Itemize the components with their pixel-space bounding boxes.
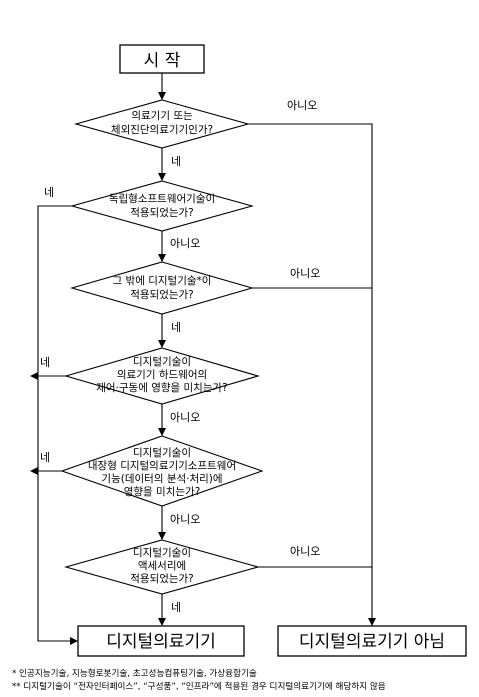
decision-other-digital-tech-text: 그 밖에 디지털기술*이 적용되었는가? <box>113 275 212 301</box>
svg-text:적용되었는가?: 적용되었는가? <box>130 573 194 585</box>
edge-label-d3-yes: 네 <box>171 321 181 334</box>
edge-label-d5-yes: 네 <box>40 451 50 464</box>
svg-text:의료기기 하드웨어의: 의료기기 하드웨어의 <box>117 368 207 381</box>
decision-hardware-control-text: 디지털기술이 의료기기 하드웨어의 제어·구동에 영향을 미치는가? <box>96 356 228 394</box>
edge-label-d1-no: 아니오 <box>287 99 317 112</box>
footnotes: * 인공지능기술, 지능형로봇기술, 초고성능컴퓨팅기술, 가상융합기술 ** … <box>12 668 479 694</box>
svg-text:의료기기 또는: 의료기기 또는 <box>131 110 193 122</box>
edge-label-d4-yes: 네 <box>40 356 50 369</box>
decision-standalone-software <box>69 180 255 232</box>
flow-connectors <box>30 73 376 645</box>
result-not-digital-medical-device-label: 디지털의료기기 아님 <box>299 632 445 652</box>
svg-text:체외진단의료기기인가?: 체외진단의료기기인가? <box>111 124 213 136</box>
decision-medical-device-text: 의료기기 또는 체외진단의료기기인가? <box>111 110 213 136</box>
edge-label-d6-no: 아니오 <box>290 545 320 558</box>
result-not-digital-medical-device <box>277 625 467 657</box>
edge-label-d1-yes: 네 <box>171 155 181 168</box>
edge-label-d2-no: 아니오 <box>170 237 200 250</box>
decision-accessory-text: 디지털기술이 액세서리에 적용되었는가? <box>130 547 194 585</box>
start-label: 시 작 <box>144 51 181 71</box>
result-digital-medical-device <box>77 625 245 657</box>
edge-label-d2-yes: 네 <box>44 186 54 199</box>
edge-label-d6-yes: 네 <box>171 601 181 614</box>
svg-text:그 밖에 디지털기술*이: 그 밖에 디지털기술*이 <box>113 275 212 287</box>
svg-text:영향을 미치는가?: 영향을 미치는가? <box>124 486 201 498</box>
svg-text:기능(데이터의 분석·처리)에: 기능(데이터의 분석·처리)에 <box>101 473 222 485</box>
edge-label-d4-no: 아니오 <box>170 411 200 424</box>
edge-label-d5-no: 아니오 <box>170 513 200 526</box>
svg-text:적용되었는가?: 적용되었는가? <box>130 207 194 219</box>
svg-text:디지털기술이: 디지털기술이 <box>133 447 191 459</box>
svg-text:독립형소프트웨어기술이: 독립형소프트웨어기술이 <box>109 192 215 205</box>
edge-label-d3-no: 아니오 <box>290 267 320 280</box>
start-box <box>119 44 205 74</box>
footnote-digital-tech: * 인공지능기술, 지능형로봇기술, 초고성능컴퓨팅기술, 가상융합기술 <box>12 669 257 679</box>
decision-other-digital-tech <box>70 261 254 315</box>
svg-text:제어·구동에 영향을 미치는가?: 제어·구동에 영향을 미치는가? <box>96 382 228 394</box>
svg-text:디지털기술이: 디지털기술이 <box>133 547 191 559</box>
svg-text:적용되었는가?: 적용되었는가? <box>130 289 194 301</box>
decision-standalone-software-text: 독립형소프트웨어기술이 적용되었는가? <box>109 192 215 219</box>
decision-embedded-software-text: 디지털기술이 내장형 디지털의료기기소프트웨어 기능(데이터의 분석·처리)에 … <box>88 447 236 498</box>
svg-text:내장형 디지털의료기기소프트웨어: 내장형 디지털의료기기소프트웨어 <box>88 460 236 472</box>
svg-text:액세서리에: 액세서리에 <box>138 560 186 572</box>
result-digital-medical-device-label: 디지털의료기기 <box>106 632 215 652</box>
svg-text:디지털기술이: 디지털기술이 <box>133 356 191 368</box>
footnote-exclusion: ** 디지털기술이 “전자인터페이스”, “구성품”, “인프라”에 적용된 경… <box>12 682 386 692</box>
